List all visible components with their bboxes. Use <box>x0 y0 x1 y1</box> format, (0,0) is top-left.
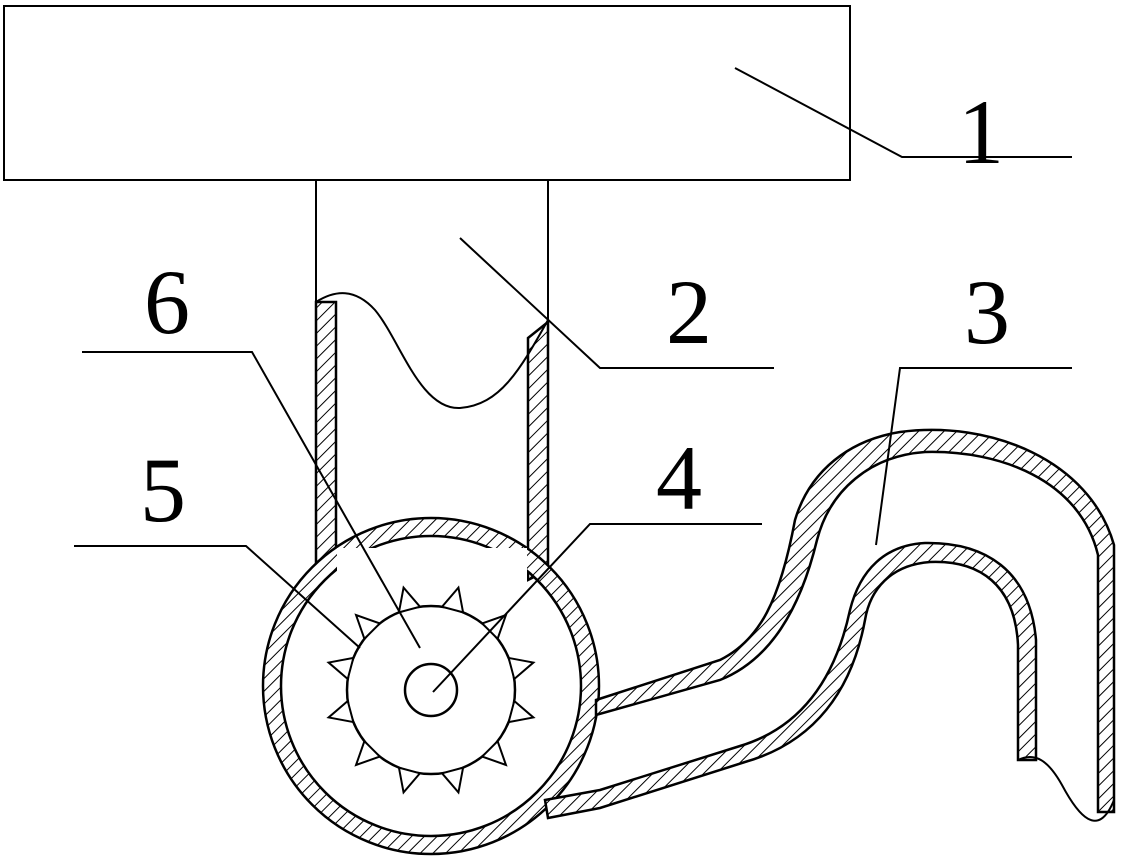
gear-tooth <box>507 656 536 681</box>
leader-line-6 <box>82 351 421 649</box>
gear-tooth <box>397 585 422 614</box>
casing-opening <box>337 548 527 588</box>
break-line <box>315 292 549 410</box>
leader-line-5 <box>74 545 361 649</box>
gear-tooth <box>440 585 465 614</box>
label-6: 6 <box>144 251 190 353</box>
label-4: 4 <box>656 427 702 529</box>
channel-right-wall <box>526 319 550 583</box>
leader-line-1 <box>734 67 1072 158</box>
label-5: 5 <box>140 439 186 541</box>
gear-tooth <box>440 766 465 795</box>
gear-tooth <box>354 613 382 641</box>
leader-line-4 <box>432 523 762 693</box>
channel-left-wall <box>314 300 338 583</box>
label-2: 2 <box>666 261 712 363</box>
gear-tooth <box>507 699 536 724</box>
gear-tooth <box>326 699 355 724</box>
shaft <box>403 662 459 718</box>
outlet-pipe-outer <box>594 428 1116 814</box>
gear-tooth <box>326 656 355 681</box>
gear-tooth <box>397 766 422 795</box>
gear-tooth <box>480 739 508 767</box>
gear-tooth <box>354 739 382 767</box>
label-1: 1 <box>958 81 1004 183</box>
leader-line-3 <box>875 367 1072 546</box>
pipe-break-line <box>1017 756 1115 822</box>
leader-line-2 <box>459 237 774 369</box>
housing-box <box>3 5 851 181</box>
label-3: 3 <box>964 261 1010 363</box>
gear-teeth <box>326 585 536 795</box>
